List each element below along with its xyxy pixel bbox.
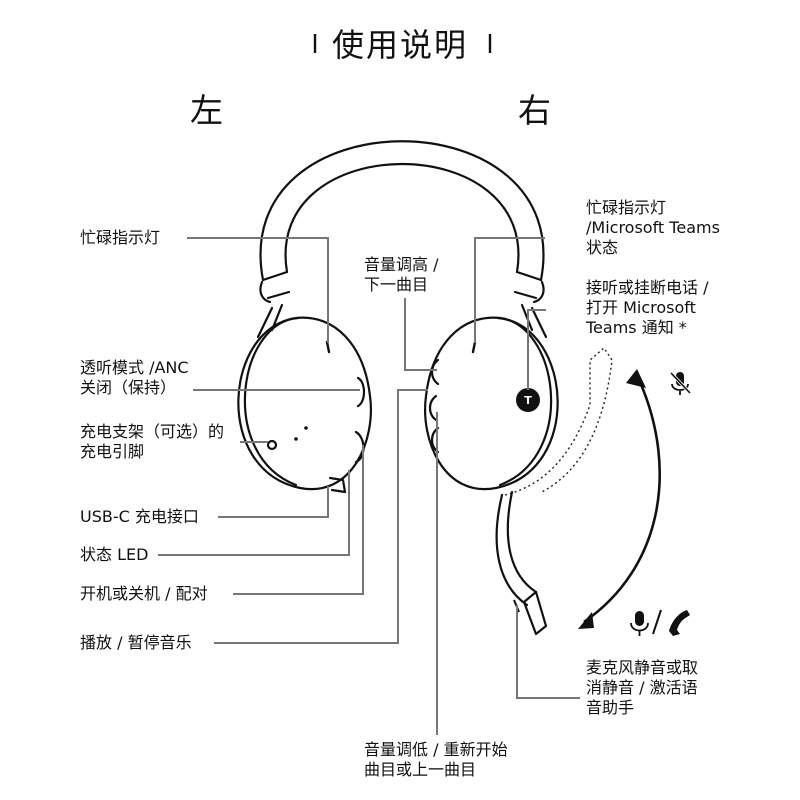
label-transparency-mode: 透听模式 /ANC 关闭（保持）	[80, 358, 189, 397]
side-label-left: 左	[190, 91, 223, 130]
label-volume-up: 音量调高 / 下一曲目	[364, 255, 439, 294]
teams-button	[516, 388, 540, 412]
leader-volume-up	[404, 298, 437, 371]
boom-rotation-arrow	[578, 369, 662, 629]
label-power-pair: 开机或关机 / 配对	[80, 584, 208, 603]
icon-separator	[652, 609, 662, 635]
label-status-led: 状态 LED	[80, 545, 149, 564]
page-title: 使用说明	[332, 26, 469, 64]
leader-usb-c	[218, 486, 329, 518]
mic-icon	[630, 611, 649, 636]
leader-busy-light-left	[187, 237, 329, 343]
charging-pin-icon	[304, 426, 308, 430]
leader-play-pause	[214, 389, 428, 644]
boom-microphone	[495, 346, 613, 636]
mic-muted-icon	[669, 371, 692, 395]
headband	[256, 140, 548, 339]
label-usb-c: USB-C 充电接口	[80, 507, 199, 526]
charging-pin-icon	[266, 439, 278, 451]
leader-power-pair	[233, 445, 364, 595]
phone-icon	[669, 610, 690, 636]
label-busy-light-right: 忙碌指示灯 /Microsoft Teams 状态	[586, 198, 720, 257]
charging-pin-icon	[294, 437, 298, 441]
busy-light-right-icon	[471, 340, 477, 354]
label-volume-down: 音量调低 / 重新开始 曲目或上一曲目	[364, 740, 508, 779]
label-mic-mute: 麦克风静音或取 消静音 / 激活语 音助手	[586, 658, 699, 717]
leader-answer-call	[527, 309, 546, 390]
leader-busy-light-right	[474, 237, 545, 343]
leader-mic-mute	[516, 605, 580, 699]
label-answer-call: 接听或挂断电话 / 打开 Microsoft Teams 通知 *	[586, 278, 709, 337]
label-busy-light-left: 忙碌指示灯	[80, 228, 161, 247]
left-earcup	[237, 316, 372, 494]
leader-status-led	[158, 470, 350, 556]
busy-light-left-icon	[325, 340, 331, 354]
right-earcup: T	[424, 316, 559, 491]
label-charging-pins: 充电支架（可选）的 充电引脚	[80, 422, 225, 461]
side-label-right: 右	[518, 91, 551, 130]
teams-logo-icon: T	[524, 394, 532, 407]
label-play-pause: 播放 / 暂停音乐	[80, 633, 192, 652]
